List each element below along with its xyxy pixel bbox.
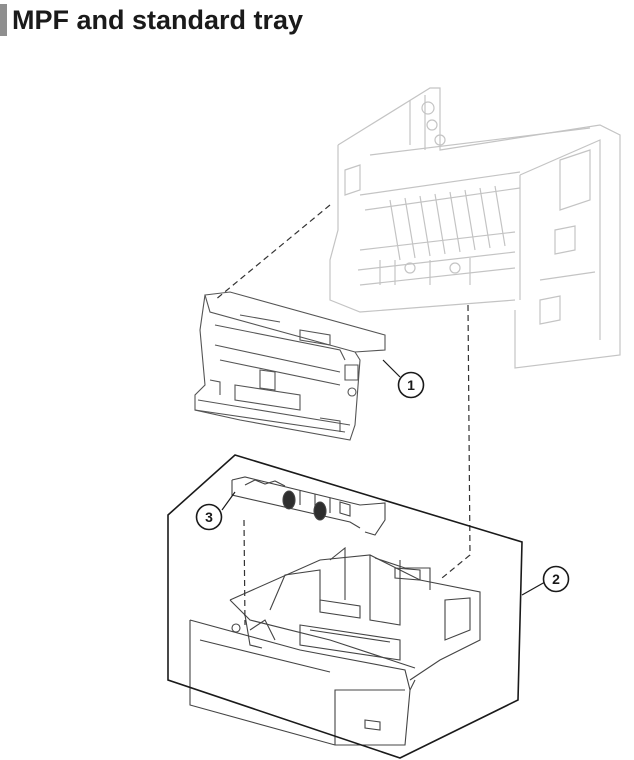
callout-2: 2 bbox=[521, 565, 570, 596]
tray-group-outline bbox=[167, 454, 523, 759]
callout-1: 1 bbox=[382, 359, 425, 399]
tray-pick-roller-assembly bbox=[231, 476, 386, 536]
mpf-assembly bbox=[194, 291, 386, 441]
callout-1-label: 1 bbox=[407, 377, 415, 393]
alignment-guide-lines bbox=[214, 204, 471, 626]
printer-base-frame bbox=[329, 87, 621, 369]
title-accent-bar bbox=[0, 4, 7, 36]
page-title: MPF and standard tray bbox=[12, 5, 304, 35]
callout-3-label: 3 bbox=[205, 509, 213, 525]
standard-tray bbox=[189, 546, 481, 746]
callout-3: 3 bbox=[195, 491, 236, 531]
callout-2-label: 2 bbox=[552, 571, 560, 587]
